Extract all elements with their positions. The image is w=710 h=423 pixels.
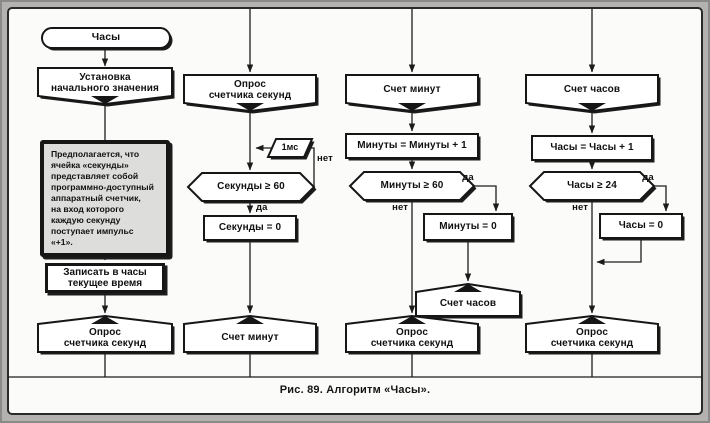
hours-ge-24-label: Часы ≥ 24 [567,180,617,192]
count-minutes-transfer-label: Счет минут [221,332,279,344]
poll-seconds-exit-3-label: Опрос счетчика секунд [370,326,454,350]
poll-seconds-entry-label: Опрос счетчика секунд [208,78,292,102]
hours-inc-label: Часы = Часы + 1 [550,142,634,154]
minutes-inc-label: Минуты = Минуты + 1 [357,140,467,152]
minutes-yes-label: да [462,172,474,183]
hours-no-label: нет [572,202,588,213]
minutes-ge-60-label: Минуты ≥ 60 [380,180,444,192]
delay-1ms-label: 1мс [281,142,299,153]
count-hours-entry-label: Счет часов [563,84,621,96]
poll-seconds-exit-1-label: Опрос счетчика секунд [63,326,147,350]
seconds-zero-label: Секунды = 0 [218,222,282,234]
write-time-process: Записать в часы текущее время [45,263,165,293]
hours-zero-label: Часы = 0 [618,220,664,232]
hours-yes-label: да [642,172,654,183]
count-hours-transfer-label: Счет часов [439,298,497,310]
seconds-yes-label: да [256,202,268,213]
start-terminator-label: Часы [91,31,121,44]
seconds-no-label: нет [317,153,333,164]
seconds-counter-note: Предполагается, что ячейка «секунды» пре… [40,140,170,257]
minutes-zero-label: Минуты = 0 [439,221,497,233]
init-banner-label: Установка начального значения [51,71,159,95]
count-minutes-entry-label: Счет минут [383,84,441,96]
seconds-ge-60-label: Секунды ≥ 60 [217,181,285,193]
figure-caption: Рис. 89. Алгоритм «Часы». [279,384,431,396]
minutes-no-label: нет [392,202,408,213]
poll-seconds-exit-4-label: Опрос счетчика секунд [550,326,634,350]
